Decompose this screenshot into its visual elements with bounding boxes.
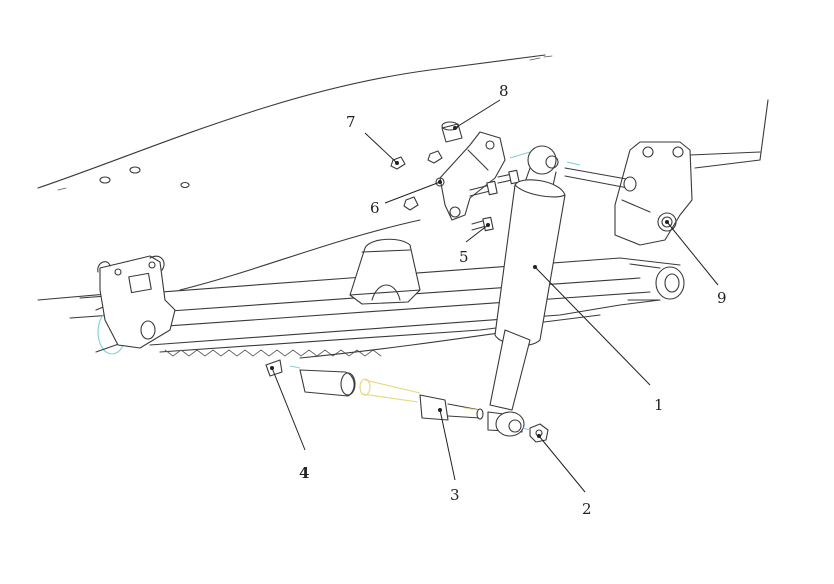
callout-2: 2 [582, 500, 592, 518]
center-saddle [349, 238, 421, 305]
callout-8: 8 [499, 82, 509, 100]
frame-hanger-part [614, 141, 693, 301]
leader-lines [270, 99, 719, 493]
upper-bracket-assembly [390, 121, 506, 221]
callout-9: 9 [717, 289, 727, 307]
shock-absorber-part [487, 145, 566, 437]
callout-5: 5 [459, 248, 469, 266]
lower-pin-parts [265, 359, 549, 443]
callout-labels: 1 2 3 4 5 6 7 8 9 [299, 82, 727, 518]
front-hanger [97, 255, 176, 349]
callout-7: 7 [346, 113, 356, 131]
callout-1: 1 [654, 396, 664, 414]
callout-3: 3 [450, 486, 460, 504]
vehicle-frame [37, 54, 769, 301]
upper-pin [564, 161, 637, 192]
callout-4: 4 [299, 464, 309, 482]
callout-6: 6 [370, 199, 380, 217]
bracket-bolts [469, 151, 531, 232]
